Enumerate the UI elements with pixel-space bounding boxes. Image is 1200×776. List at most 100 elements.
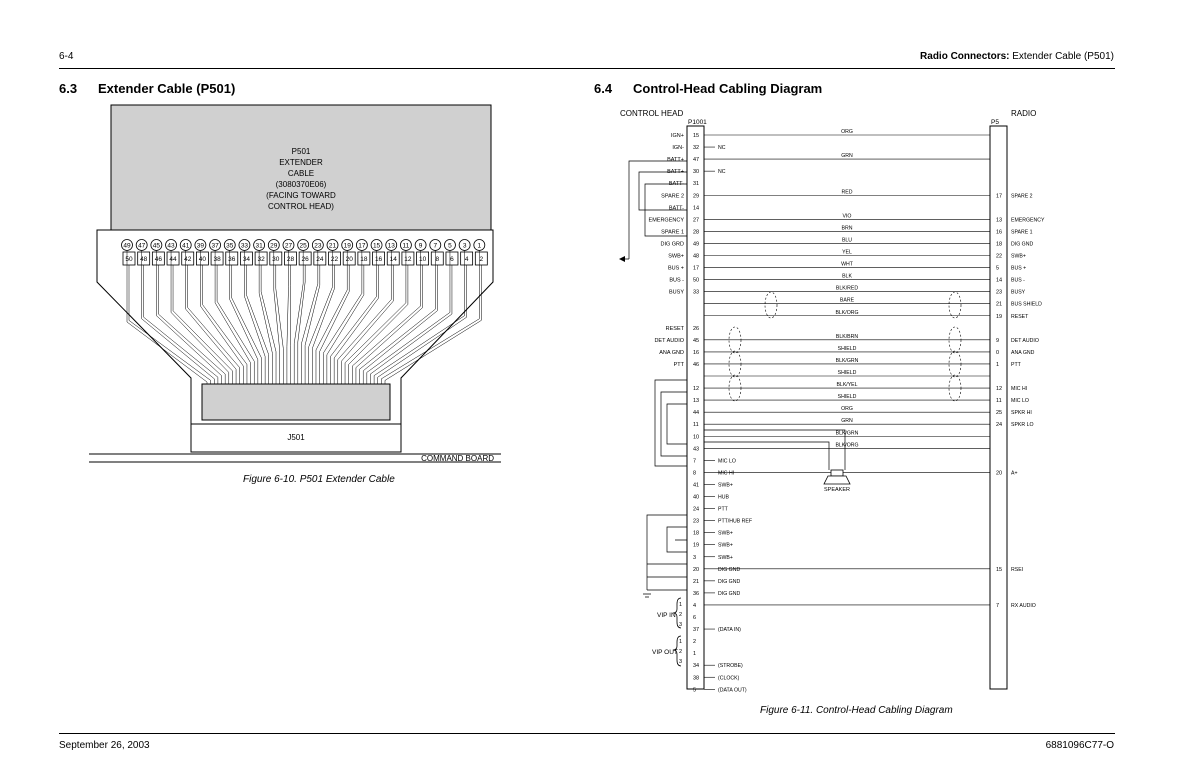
- pin-odd-label: 39: [197, 243, 205, 250]
- pin-even-label: 46: [155, 256, 163, 263]
- left-pin-number: 21: [693, 579, 699, 585]
- pin-note: SWB+: [718, 555, 733, 561]
- pin-trace: [216, 265, 255, 384]
- pin-even-label: 2: [480, 256, 484, 263]
- shield-ellipse: [728, 326, 742, 354]
- vip-in-bracket: [672, 597, 682, 629]
- pin-odd-label: 7: [433, 243, 437, 250]
- pin-note: MIC LO: [718, 458, 736, 464]
- j501-label: J501: [287, 433, 305, 442]
- figure-caption-right: Figure 6-11. Control-Head Cabling Diagra…: [760, 705, 953, 716]
- vip-in-num-1: 1: [679, 602, 682, 608]
- right-pin-number: 16: [996, 229, 1002, 235]
- left-pin-number: 24: [693, 507, 699, 513]
- pin-trace: [312, 265, 335, 384]
- header-rule: [59, 68, 1115, 69]
- wire-color-label: BARE: [840, 298, 855, 304]
- pin-trace: [158, 265, 226, 384]
- pin-odd-label: 11: [403, 243, 410, 250]
- pin-trace: [185, 250, 237, 384]
- left-signal-label: DIG GRD: [660, 241, 684, 247]
- pin-trace: [297, 265, 306, 384]
- pin-odd-label: 41: [182, 243, 190, 250]
- wire-color-label: BLK: [842, 274, 852, 280]
- box-label-line-6: CONTROL HEAD): [268, 202, 334, 211]
- left-pin-number: 3: [693, 555, 696, 561]
- pin-note: NC: [718, 145, 726, 151]
- pin-odd-label: 23: [314, 243, 322, 250]
- wire-color-label: GRN: [841, 418, 853, 424]
- left-pin-number: 30: [693, 169, 699, 175]
- right-signal-label: DIG GND: [1011, 241, 1033, 247]
- wire-color-label: VIO: [843, 213, 852, 219]
- section-title-left: Extender Cable (P501): [98, 81, 236, 96]
- right-pin-number: 13: [996, 217, 1002, 223]
- pin-even-label: 18: [360, 256, 368, 263]
- pin-trace: [273, 250, 280, 384]
- left-pin-number: 11: [693, 422, 699, 428]
- p5-label: P5: [991, 119, 999, 126]
- wire-color-label: BRN: [842, 225, 853, 231]
- left-signal-label: SPARE 2: [661, 193, 684, 199]
- vip-out-bracket: [672, 635, 682, 667]
- right-pin-number: 21: [996, 302, 1002, 308]
- pin-note: (DATA OUT): [718, 687, 747, 693]
- wire-color-label: RED: [842, 189, 853, 195]
- right-signal-label: SWB+: [1011, 254, 1026, 260]
- pin-trace: [333, 265, 379, 384]
- right-pin-number: 17: [996, 193, 1002, 199]
- pin-trace: [337, 250, 392, 384]
- pin-even-label: 50: [125, 256, 133, 263]
- cable-housing-label: P501 EXTENDER CABLE (3080370E06) (FACING…: [266, 147, 336, 211]
- pin-odd-label: 9: [419, 243, 423, 250]
- pin-trace: [355, 265, 423, 384]
- footer-doc-number: 6881096C77-O: [1045, 740, 1114, 751]
- p1001-label: P1001: [688, 119, 707, 126]
- pin-trace: [308, 250, 333, 384]
- vip-in-num-2: 2: [679, 612, 682, 618]
- shield-ellipse: [948, 326, 962, 354]
- pin-traces: [126, 250, 482, 384]
- pin-trace: [370, 265, 453, 384]
- left-pin-number: 44: [693, 410, 699, 416]
- left-signal-label: IGN+: [671, 133, 684, 139]
- pin-trace: [293, 250, 304, 384]
- wire-color-label: YEL: [842, 250, 852, 256]
- pin-odd-label: 17: [358, 243, 366, 250]
- right-pin-number: 20: [996, 470, 1002, 476]
- left-pin-number: 36: [693, 591, 699, 597]
- wire-color-label: ORG: [841, 129, 853, 135]
- pin-trace: [326, 265, 365, 384]
- left-pin-number: 20: [693, 567, 699, 573]
- pin-note: SWB+: [718, 543, 733, 549]
- left-pin-number: 31: [693, 181, 699, 187]
- right-signal-label: BUS -: [1011, 278, 1025, 284]
- wire-color-label: SHIELD: [838, 394, 857, 400]
- right-signal-label: SPKR HI: [1011, 410, 1032, 416]
- wire-color-label: BLK/RED: [836, 286, 858, 292]
- left-pin-number: 13: [693, 398, 699, 404]
- footer-rule: [59, 733, 1115, 734]
- pin-even-label: 8: [435, 256, 439, 263]
- pin-trace: [260, 265, 277, 384]
- pin-even-label: 30: [272, 256, 280, 263]
- left-signal-label: PTT: [674, 362, 685, 368]
- extender-cable-figure: P501 EXTENDER CABLE (3080370E06) (FACING…: [89, 104, 501, 463]
- p1001-connector: [686, 125, 705, 690]
- pin-even-label: 48: [140, 256, 148, 263]
- left-pin-number: 49: [693, 241, 699, 247]
- left-signal-label: SPARE 1: [661, 229, 684, 235]
- pin-odd-label: 43: [167, 243, 175, 250]
- left-signal-label: BATT-: [669, 205, 684, 211]
- left-signal-label: RESET: [666, 326, 685, 332]
- right-signal-label: ANA GND: [1011, 350, 1035, 356]
- shield-ellipse: [948, 374, 962, 402]
- box-label-line-4: (3080370E06): [276, 180, 327, 189]
- pin-note: PTT: [718, 507, 729, 513]
- vip-out-num-2: 2: [679, 649, 682, 655]
- pin-even-label: 38: [213, 256, 221, 263]
- footer-date: September 26, 2003: [59, 740, 150, 751]
- pin-trace: [330, 250, 377, 384]
- right-signal-label: MIC HI: [1011, 386, 1027, 392]
